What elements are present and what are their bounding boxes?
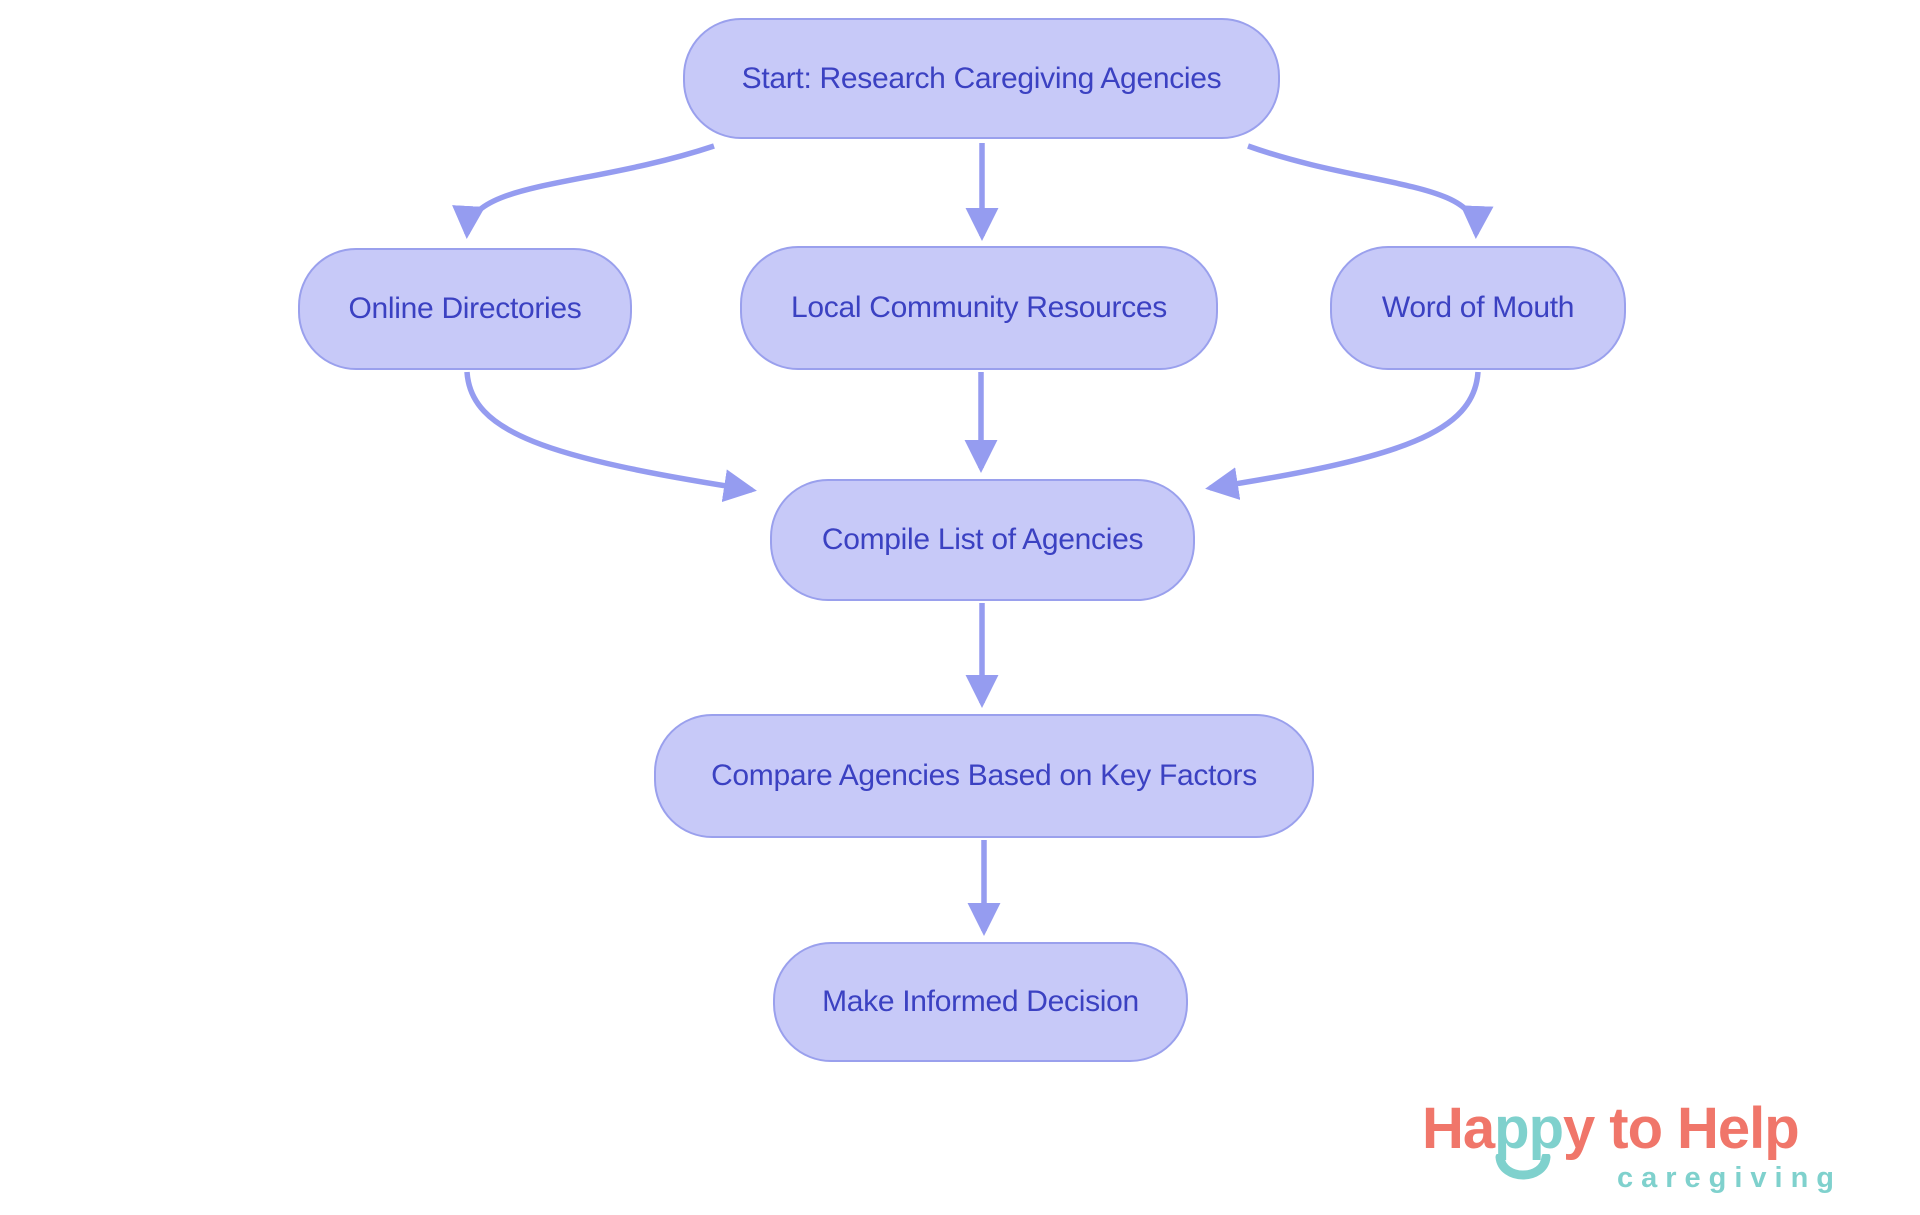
- flow-node-make-decision: Make Informed Decision: [773, 942, 1188, 1062]
- flow-node-word-of-mouth: Word of Mouth: [1330, 246, 1626, 370]
- flow-node-label: Start: Research Caregiving Agencies: [741, 61, 1222, 95]
- flow-node-compile-list: Compile List of Agencies: [770, 479, 1195, 601]
- logo-text-ha: Ha: [1422, 1096, 1495, 1161]
- flow-node-start: Start: Research Caregiving Agencies: [683, 18, 1280, 139]
- flow-node-compare-agencies: Compare Agencies Based on Key Factors: [654, 714, 1314, 838]
- logo-text-pp: pp: [1494, 1100, 1564, 1180]
- flow-node-label: Make Informed Decision: [822, 985, 1139, 1018]
- flow-node-label: Local Community Resources: [791, 291, 1167, 324]
- logo-text-help: Help: [1677, 1096, 1800, 1161]
- flow-node-label: Word of Mouth: [1381, 291, 1575, 324]
- flow-arrow-word-of-mouth-to-compile-list: [1205, 371, 1481, 500]
- logo-subtitle: caregiving: [1616, 1162, 1842, 1194]
- flow-arrow-online-directories-to-compile-list: [464, 371, 757, 503]
- flow-node-label: Compare Agencies Based on Key Factors: [711, 759, 1257, 792]
- logo-text-pp-letters: pp: [1494, 1096, 1564, 1161]
- flow-node-local-community-resources: Local Community Resources: [740, 246, 1218, 370]
- flow-node-label: Compile List of Agencies: [821, 523, 1144, 556]
- flow-node-online-directories: Online Directories: [298, 248, 632, 370]
- logo-text-y: y: [1563, 1096, 1595, 1161]
- smile-icon: [1495, 1154, 1551, 1180]
- flow-node-label: Online Directories: [348, 292, 582, 325]
- logo-text-to: to: [1609, 1096, 1663, 1161]
- flow-arrow-start-to-word-of-mouth: [1247, 143, 1494, 239]
- flow-arrow-start-to-online-directories: [452, 143, 715, 239]
